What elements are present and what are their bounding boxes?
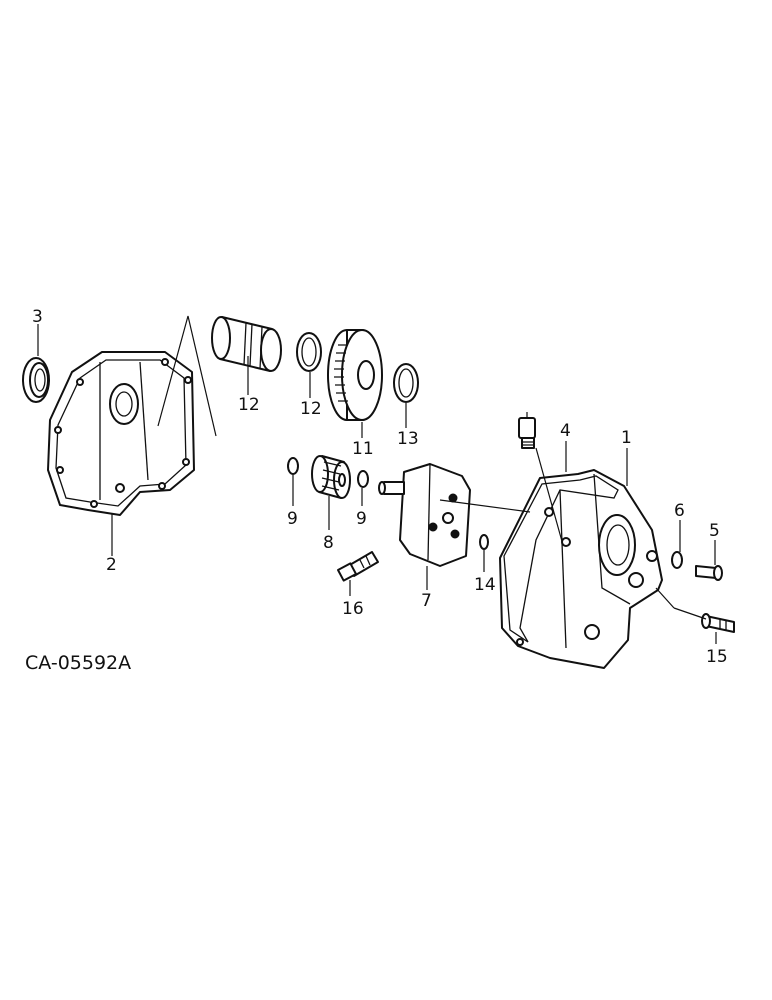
part-2-cover <box>47 351 195 516</box>
part-1-housing <box>499 469 663 669</box>
callout-12: 12 <box>300 399 322 419</box>
part-14-fitting <box>701 613 735 633</box>
part-7-pump-body <box>378 463 471 567</box>
callout-9: 9 <box>356 509 367 529</box>
leader-lines <box>37 324 717 644</box>
callout-10: 11 <box>352 439 374 459</box>
part-9-snapring-right <box>357 470 369 488</box>
callout-4: 4 <box>560 421 571 441</box>
part-5-plug <box>695 565 723 581</box>
callouts: 3 2 12 12 11 13 9 8 9 16 7 14 4 1 6 5 15 <box>32 307 728 667</box>
callout-1: 1 <box>621 428 632 448</box>
part-6-washer <box>671 551 683 569</box>
callout-15: 16 <box>342 599 364 619</box>
callout-12: 13 <box>397 429 419 449</box>
part-9-snapring-left <box>287 457 299 475</box>
callout-5: 5 <box>709 521 720 541</box>
callout-11: 12 <box>238 395 260 415</box>
callout-2: 2 <box>106 555 117 575</box>
part-4-gasket <box>503 475 619 643</box>
part-15-valve <box>337 551 379 582</box>
callout-13: 14 <box>474 575 496 595</box>
callout-6: 6 <box>674 501 685 521</box>
part-12-ring-right <box>393 363 419 403</box>
part-13-oring <box>479 534 489 550</box>
part-16-fitting <box>518 417 536 449</box>
explode-line <box>157 315 217 437</box>
part-8-pinion <box>311 455 351 499</box>
callout-9: 9 <box>287 509 298 529</box>
callout-14: 15 <box>706 647 728 667</box>
callout-3: 3 <box>32 307 43 327</box>
part-3-seal <box>22 357 50 403</box>
drawing-id: CA-05592A <box>25 652 131 674</box>
part-12-ring-left <box>296 332 322 372</box>
part-10-gear <box>327 329 383 421</box>
part-11-shaft <box>211 316 282 372</box>
callout-8: 8 <box>323 533 334 553</box>
callout-7: 7 <box>421 591 432 611</box>
